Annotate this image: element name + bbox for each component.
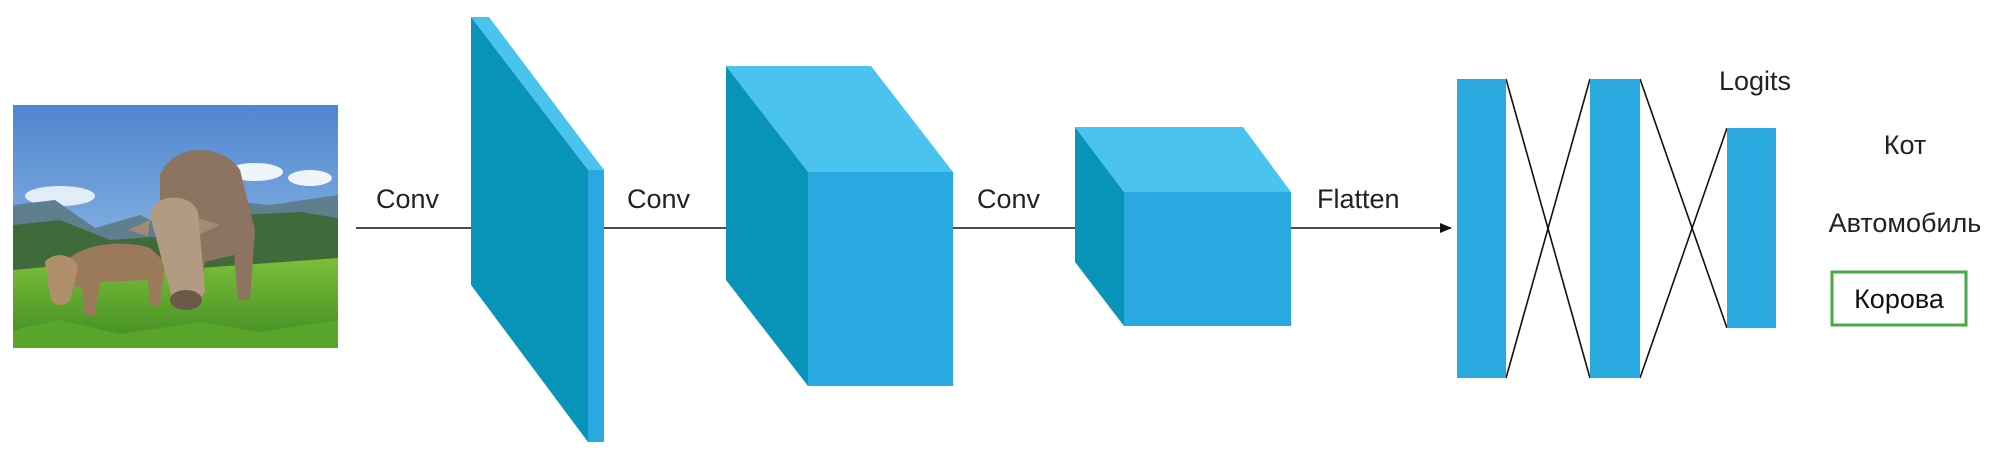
- class-label-cat: Кот: [1884, 130, 1927, 160]
- fc-layer-2: [1590, 79, 1640, 378]
- feature-map-2: [726, 66, 953, 386]
- fc-connection-line: [1639, 78, 1728, 329]
- logits-layer: [1727, 128, 1776, 328]
- fc-connection-line: [1505, 78, 1591, 379]
- feature-map-3: [1075, 127, 1291, 326]
- logits-label: Logits: [1719, 66, 1791, 96]
- conv1-label: Conv: [376, 184, 440, 214]
- input-image: [13, 105, 338, 348]
- conv2-label: Conv: [627, 184, 691, 214]
- feature-map-1: [471, 17, 604, 442]
- fc-layers: [1457, 78, 1776, 379]
- flatten-label: Flatten: [1317, 184, 1400, 214]
- class-label-cow: Корова: [1854, 284, 1945, 314]
- fc-layer-1: [1457, 79, 1506, 378]
- conv3-label: Conv: [977, 184, 1041, 214]
- class-label-car: Автомобиль: [1829, 208, 1982, 238]
- fc-connection-line: [1639, 127, 1728, 379]
- predicted-class-highlight: [1830, 270, 1968, 327]
